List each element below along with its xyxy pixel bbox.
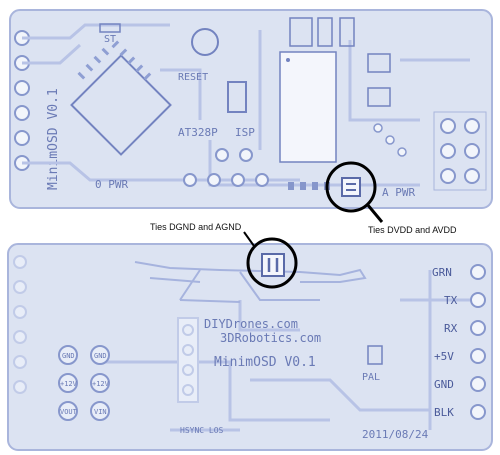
top-board-name: MinimOSD V0.1 — [46, 88, 61, 190]
cap-3 — [339, 17, 355, 47]
site-diydrones: DIYDrones.com — [204, 317, 298, 331]
callout-ring-bottom — [246, 237, 298, 289]
bottom-board: DIYDrones.com 3DRobotics.com MinimOSD V0… — [7, 243, 493, 451]
bottom-board-name: MinimOSD V0.1 — [214, 355, 316, 370]
pad-vin: VIN — [94, 408, 107, 416]
top-board: MinimOSD V0.1 — [9, 9, 493, 209]
callout-left-text: Ties DGND and AGND — [150, 222, 242, 232]
pin-label-5v: +5V — [434, 350, 454, 363]
pin-label-rx: RX — [444, 322, 458, 335]
crystal — [227, 81, 247, 113]
pwr-right-label: A PWR — [382, 186, 415, 199]
pwr-left-label: 0 PWR — [95, 178, 128, 191]
bottom-middle-header — [177, 317, 199, 403]
bottom-solder-jumper — [261, 253, 285, 277]
osd-chip — [279, 51, 337, 163]
pal-label: PAL — [362, 372, 380, 383]
pin-label-tx: TX — [444, 294, 458, 307]
top-solder-jumper — [341, 177, 361, 197]
pad-12v-b: +12V — [92, 380, 110, 388]
pal-jumper — [367, 345, 383, 365]
isp-label: ISP — [235, 126, 255, 139]
pin-label-grn: GRN — [432, 266, 452, 279]
pad-12v-a: +12V — [60, 380, 78, 388]
pad-gnd-b: GND — [94, 352, 107, 360]
bottom-board-outline — [7, 243, 493, 451]
bottom-traces — [100, 270, 470, 432]
bottom-left-pads: GND GND +12V +12V VOUT VIN — [58, 345, 110, 421]
callout-dgnd-agnd: Ties DGND and AGND — [150, 222, 298, 289]
cap-4 — [367, 53, 391, 73]
pin-label-blk: BLK — [434, 406, 454, 419]
aircraft-silhouette — [134, 261, 367, 303]
st-led — [99, 23, 121, 33]
site-3drobotics: 3DRobotics.com — [220, 331, 321, 345]
pad-vout: VOUT — [60, 408, 78, 416]
cap-1 — [289, 17, 313, 47]
chip-label: AT328P — [178, 126, 218, 139]
callout-right-text: Ties DVDD and AVDD — [368, 225, 457, 235]
top-right-header — [433, 111, 487, 191]
board-date: 2011/08/24 — [362, 428, 429, 441]
cap-2 — [317, 17, 333, 47]
reset-label: RESET — [178, 72, 208, 83]
top-right-vias — [373, 123, 407, 157]
callout-dvdd-avdd: Ties DVDD and AVDD — [325, 161, 457, 235]
cap-5 — [367, 87, 391, 107]
hsync-los-label: HSYNC LOS — [180, 426, 224, 435]
top-board-outline — [9, 9, 493, 209]
isp-header — [183, 148, 269, 187]
mcu-chip — [70, 40, 172, 156]
pin-label-gnd: GND — [434, 378, 454, 391]
callout-ring-top — [325, 161, 377, 213]
bottom-left-pins — [13, 255, 27, 394]
bottom-right-pin-header: GRN TX RX +5V GND BLK — [432, 264, 486, 420]
pad-gnd-a: GND — [62, 352, 75, 360]
reset-button-outline — [191, 28, 219, 56]
st-label: ST — [104, 34, 116, 45]
